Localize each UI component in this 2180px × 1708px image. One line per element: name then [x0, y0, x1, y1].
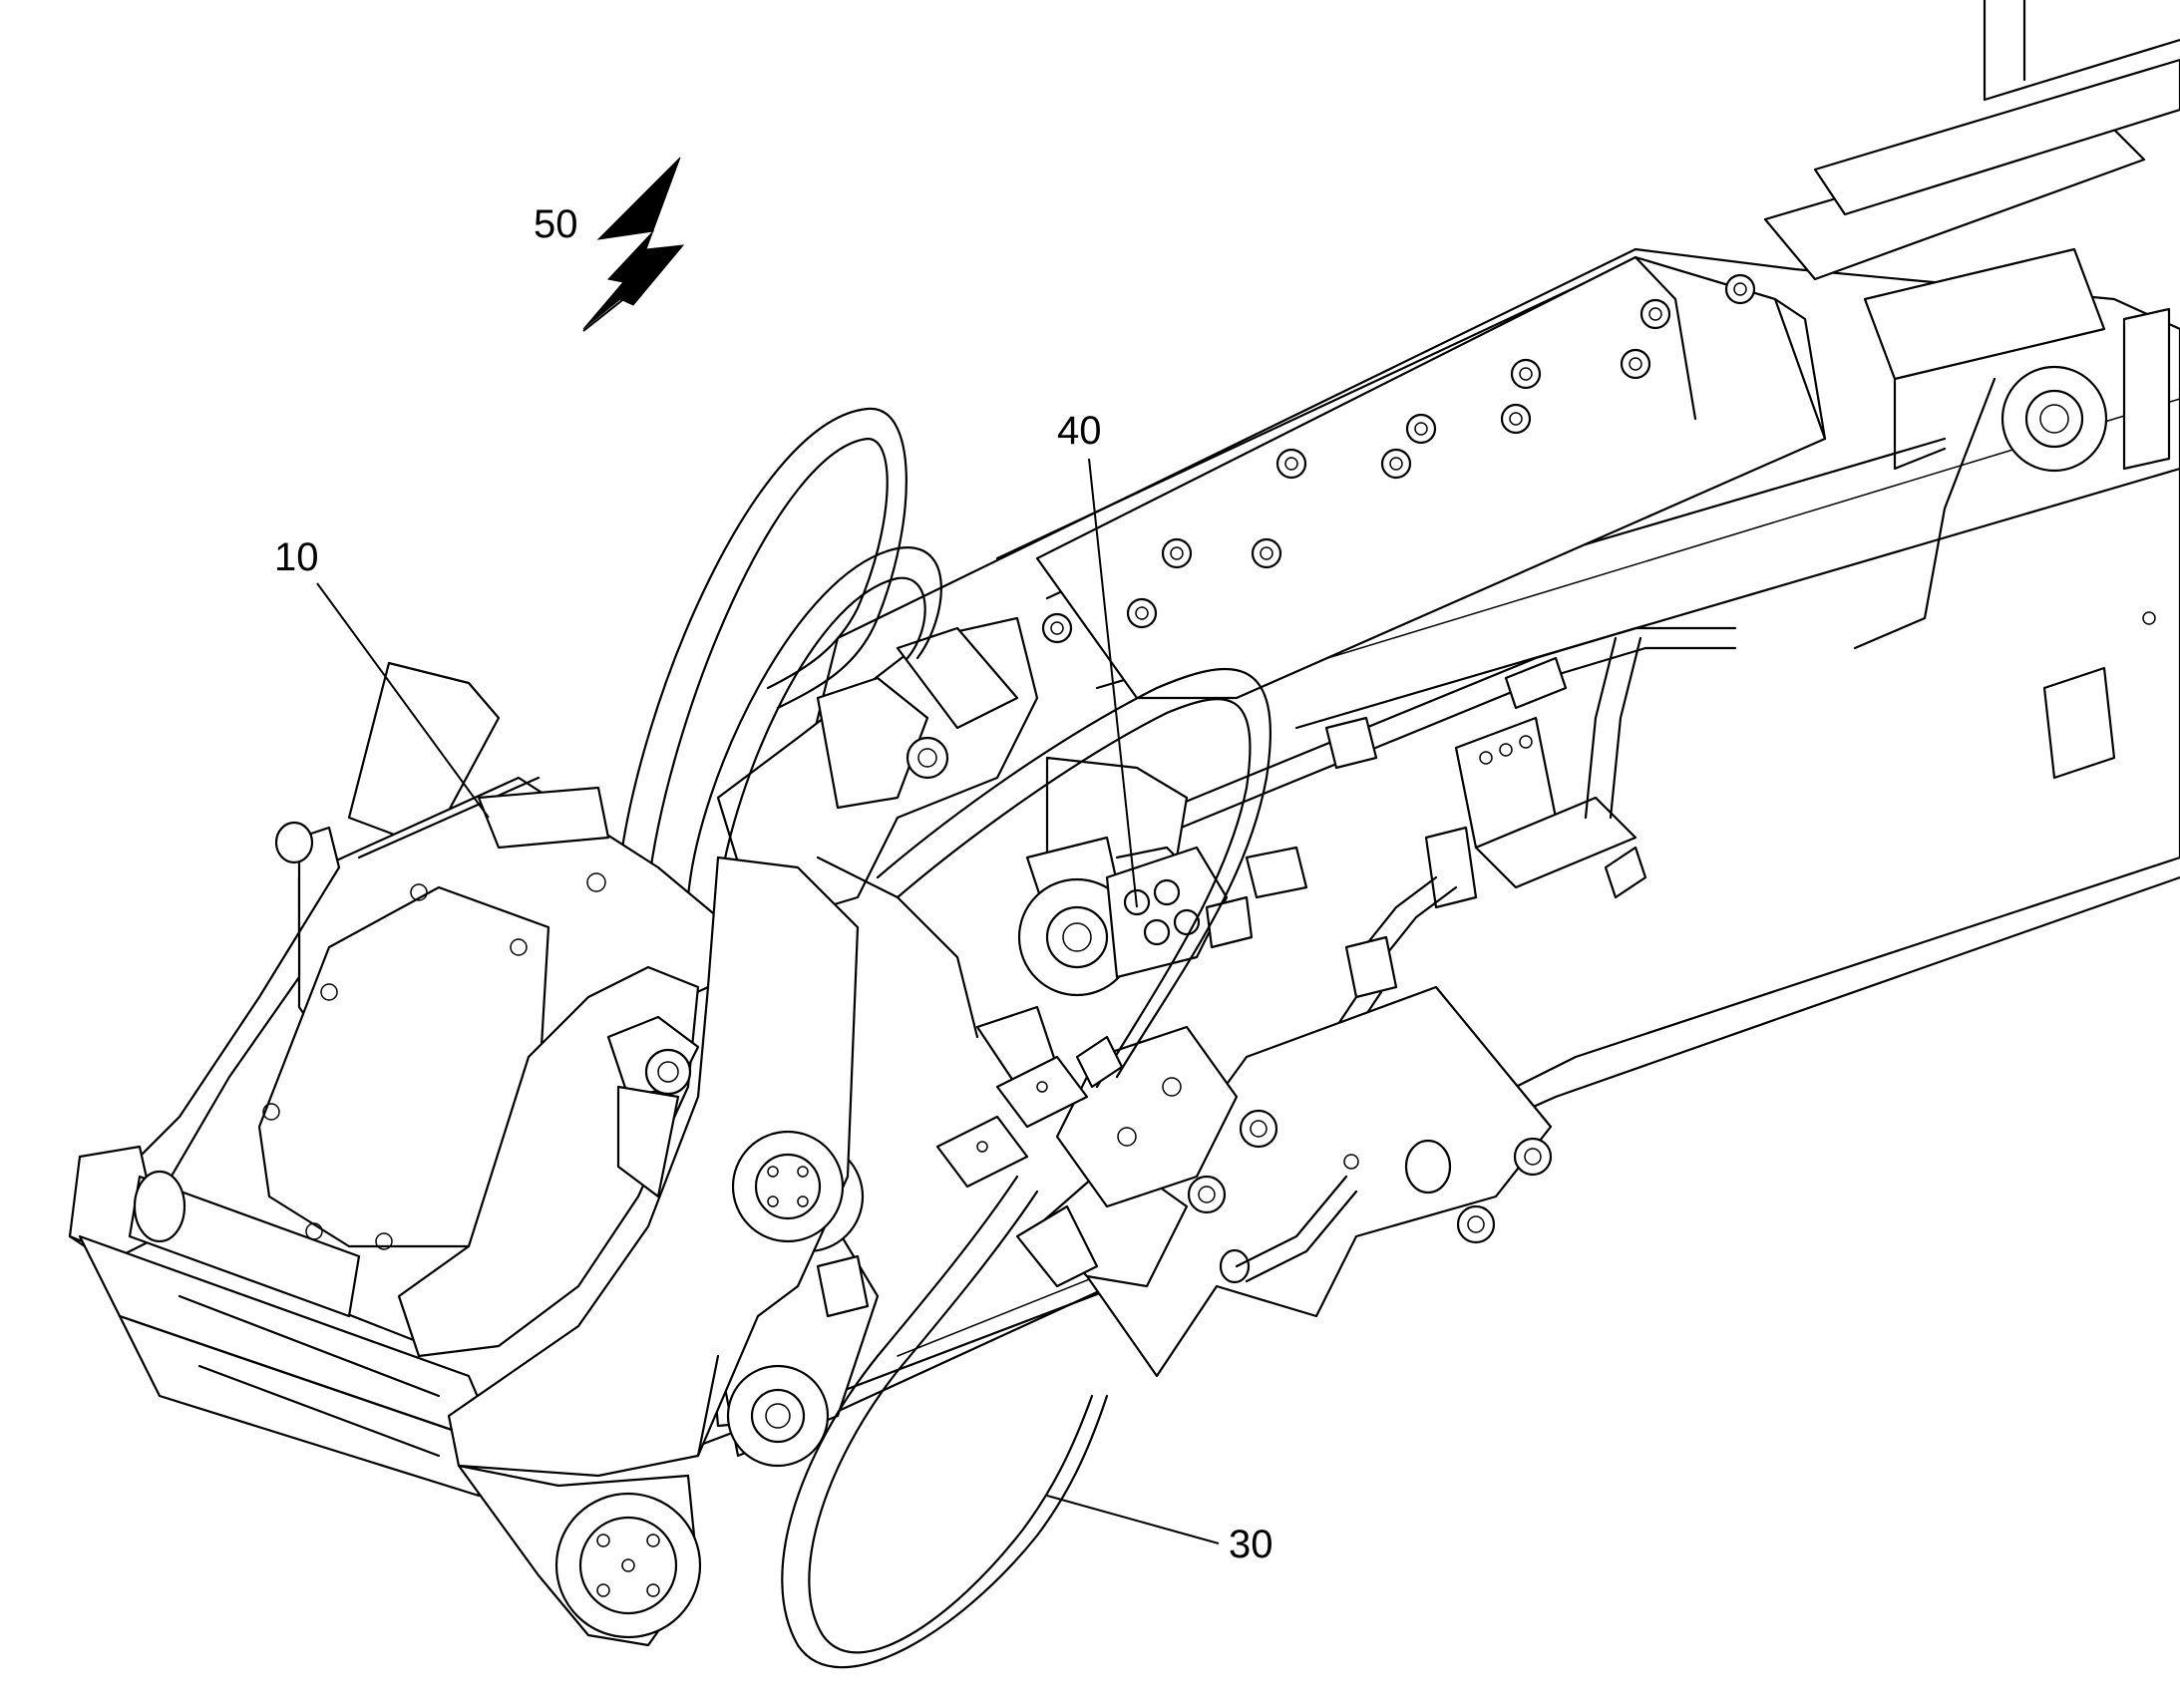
ref-label-10: 10: [274, 535, 319, 579]
leader-30: [1046, 1495, 1220, 1544]
hose-loop-center: [876, 667, 1272, 1089]
upper-right-linkage: [1763, 0, 2180, 780]
hose-30: [781, 1175, 1109, 1669]
ref-label-40: 40: [1057, 409, 1102, 453]
lightning-bolt-arrow-icon: [582, 157, 685, 332]
leader-40: [1088, 458, 1138, 908]
hose-loop-upper: [616, 407, 942, 904]
reference-labels: 50 10 40 30: [274, 202, 1273, 1566]
boom-top-block: [1035, 255, 1827, 700]
leader-10: [316, 582, 490, 819]
bolt-row: [1041, 273, 1756, 644]
hose-clamps: [935, 1035, 1124, 1189]
ref-label-50: 50: [534, 202, 578, 246]
ref-label-30: 30: [1229, 1523, 1273, 1566]
center-linkage: [716, 616, 1378, 1089]
valve-block: [1105, 846, 1254, 979]
quick-coupler: [68, 661, 860, 1647]
